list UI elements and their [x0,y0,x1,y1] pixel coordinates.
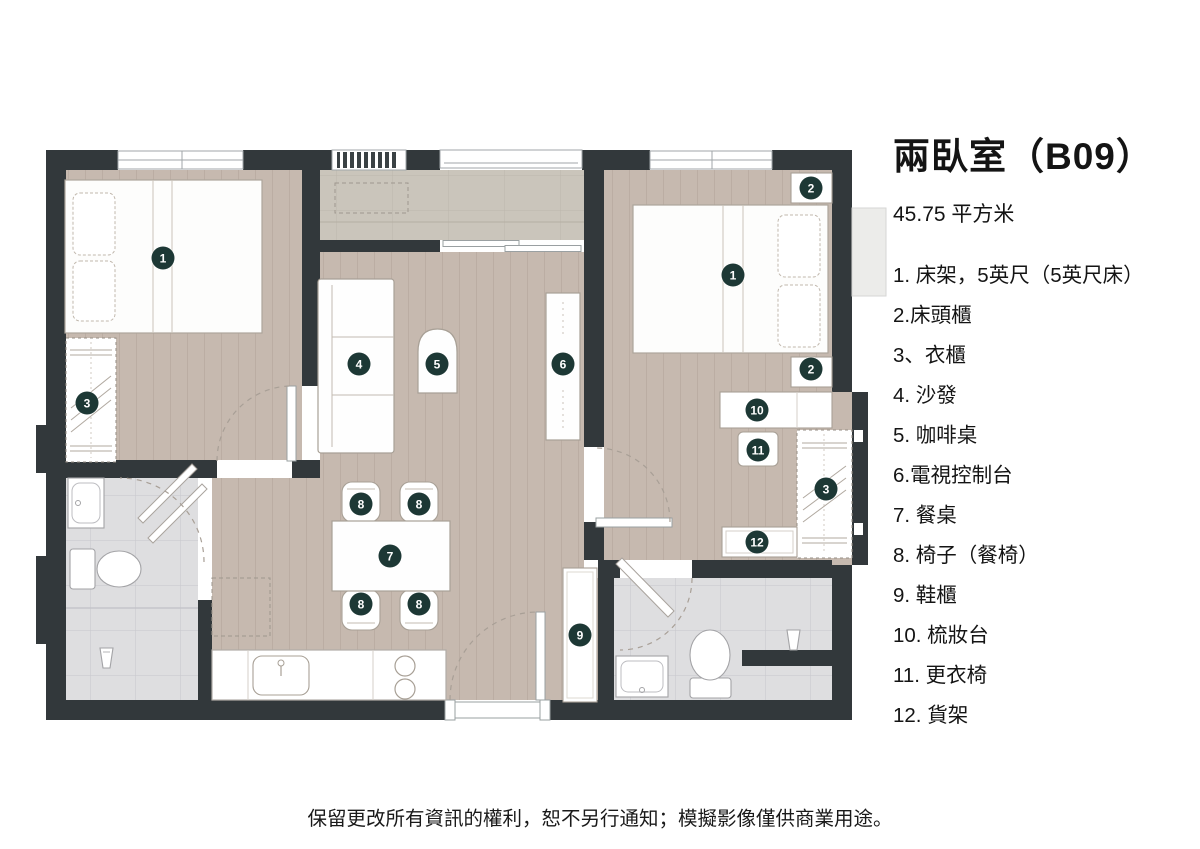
bedroom2-door [595,447,673,528]
legend-item: 8. 椅子（餐椅） [893,544,1039,567]
legend-item: 2.床頭櫃 [893,304,972,327]
bathroom2-door [615,557,693,651]
page-title: 兩臥室（B09） [893,136,1154,177]
bathroom1-fixtures [67,477,142,669]
marker: 5 [425,352,449,376]
marker: 8 [407,592,431,616]
kitchen-counter [211,649,447,701]
legend-item: 12. 貨架 [893,704,969,727]
wardrobe-2 [796,429,853,559]
marker: 8 [407,492,431,516]
dressing-table [719,391,833,429]
marker: 1 [721,263,745,287]
legend-item: 3、衣櫃 [893,344,966,367]
marker: 4 [347,352,371,376]
marker: 1 [151,246,175,270]
marker: 6 [551,352,575,376]
legend-item: 10. 梳妝台 [893,624,989,647]
marker: 11 [746,438,770,462]
unit-area: 45.75 平方米 [893,203,1015,226]
marker: 7 [378,544,402,568]
marker: 9 [568,623,592,647]
disclaimer-text: 保留更改所有資訊的權利，恕不另行通知；模擬影像僅供商業用途。 [307,808,893,830]
balcony-counter [334,182,409,214]
legend-item: 5. 咖啡桌 [893,424,978,447]
legend-panel: 兩臥室（B09） 45.75 平方米 1. 床架，5英尺（5英尺床） 2.床頭櫃… [893,126,1193,736]
bathroom1-door [119,463,208,563]
entrance-door [449,611,546,701]
legend-item: 9. 鞋櫃 [893,584,957,607]
legend-items: 1. 床架，5英尺（5英尺床） 2.床頭櫃 3、衣櫃 4. 沙發 5. 咖啡桌 … [893,256,1193,736]
marker: 2 [799,176,823,200]
marker: 8 [349,592,373,616]
legend-item: 6.電視控制台 [893,464,1013,487]
marker: 12 [745,530,769,554]
fridge-space [211,577,271,637]
marker: 3 [814,477,838,501]
bedroom1-door [216,385,297,462]
legend-item: 7. 餐桌 [893,504,957,527]
marker: 2 [799,357,823,381]
legend-item: 4. 沙發 [893,384,957,407]
marker: 3 [75,391,99,415]
legend-item: 1. 床架，5英尺（5英尺床） [893,264,1144,287]
right-wall-vents [854,430,863,535]
walls [36,150,868,720]
marker: 8 [349,492,373,516]
legend-item: 11. 更衣椅 [893,664,988,687]
marker: 10 [745,398,769,422]
windows [117,149,887,721]
bathroom2-fixtures [615,629,801,699]
